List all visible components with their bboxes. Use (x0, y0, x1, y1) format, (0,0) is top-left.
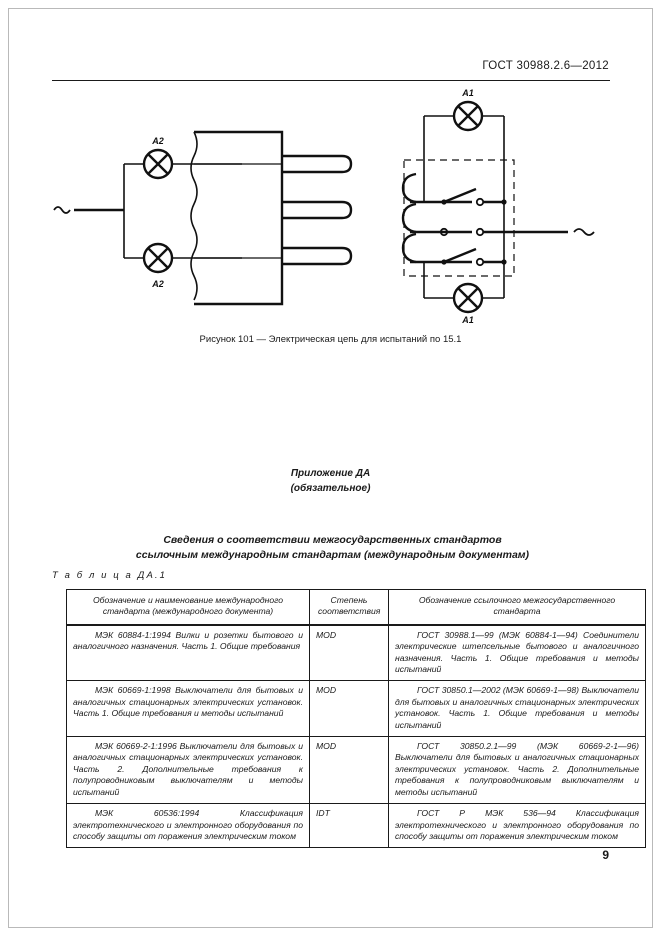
header-rule (52, 80, 610, 81)
appendix-status: (обязательное) (290, 483, 371, 494)
lamp-label-a1-top: A1 (461, 88, 474, 98)
appendix-title: Сведения о соответствии межгосударственн… (60, 533, 605, 563)
table-row: МЭК 60669-2-1:1996 Выключатели для бытов… (66, 736, 646, 805)
cell-degree: MOD (309, 680, 389, 738)
table-label: Т а б л и ц а ДА.1 (52, 570, 168, 581)
appendix-title-line2: ссылочным международным стандартам (межд… (135, 549, 530, 561)
table-header-row: Обозначение и наименование международног… (66, 588, 646, 626)
cell-interstate: ГОСТ 30988.1—99 (МЭК 60884-1—94) Соедини… (388, 624, 646, 682)
cell-degree: MOD (309, 624, 389, 682)
circuit-svg: A2 A2 A1 A1 (53, 88, 595, 325)
cell-international: МЭК 60884-1:1994 Вилки и розетки бытовог… (66, 624, 310, 682)
page-number: 9 (602, 848, 609, 862)
lamp-label-a1-bottom: A1 (461, 315, 474, 325)
figure-circuit-diagram: A2 A2 A1 A1 (52, 86, 610, 326)
appendix-name: Приложение ДА (290, 468, 371, 479)
document-standard-id: ГОСТ 30988.2.6—2012 (482, 60, 609, 72)
cell-interstate: ГОСТ 30850.2.1—99 (МЭК 60669-2-1—96) Вык… (388, 736, 646, 805)
table-header-interstate: Обозначение ссылочного межгосударственно… (388, 588, 646, 626)
table-header-degree: Степень соответствия (309, 588, 389, 626)
lamp-label-a2-top: A2 (151, 136, 164, 146)
cell-international: МЭК 60669-1:1998 Выключатели для бытовых… (66, 680, 310, 738)
table-row: МЭК 60884-1:1994 Вилки и розетки бытовог… (66, 624, 646, 682)
cell-interstate: ГОСТ Р МЭК 536—94 Классификация электрот… (388, 803, 646, 849)
lamp-label-a2-bottom: A2 (151, 279, 164, 289)
cell-interstate: ГОСТ 30850.1—2002 (МЭК 60669-1—98) Выклю… (388, 680, 646, 738)
cell-international: МЭК 60669-2-1:1996 Выключатели для бытов… (66, 736, 310, 805)
correspondence-table: Обозначение и наименование международног… (66, 588, 646, 849)
cell-international: МЭК 60536:1994 Классификация электротехн… (66, 803, 310, 849)
appendix-heading: Приложение ДА (обязательное) (0, 466, 661, 496)
figure-caption: Рисунок 101 — Электрическая цепь для исп… (199, 334, 462, 345)
appendix-title-line1: Сведения о соответствии межгосударственн… (163, 534, 502, 546)
table-row: МЭК 60669-1:1998 Выключатели для бытовых… (66, 680, 646, 738)
cell-degree: IDT (309, 803, 389, 849)
table-row: МЭК 60536:1994 Классификация электротехн… (66, 803, 646, 849)
cell-degree: MOD (309, 736, 389, 805)
table-header-international: Обозначение и наименование международног… (66, 588, 310, 626)
